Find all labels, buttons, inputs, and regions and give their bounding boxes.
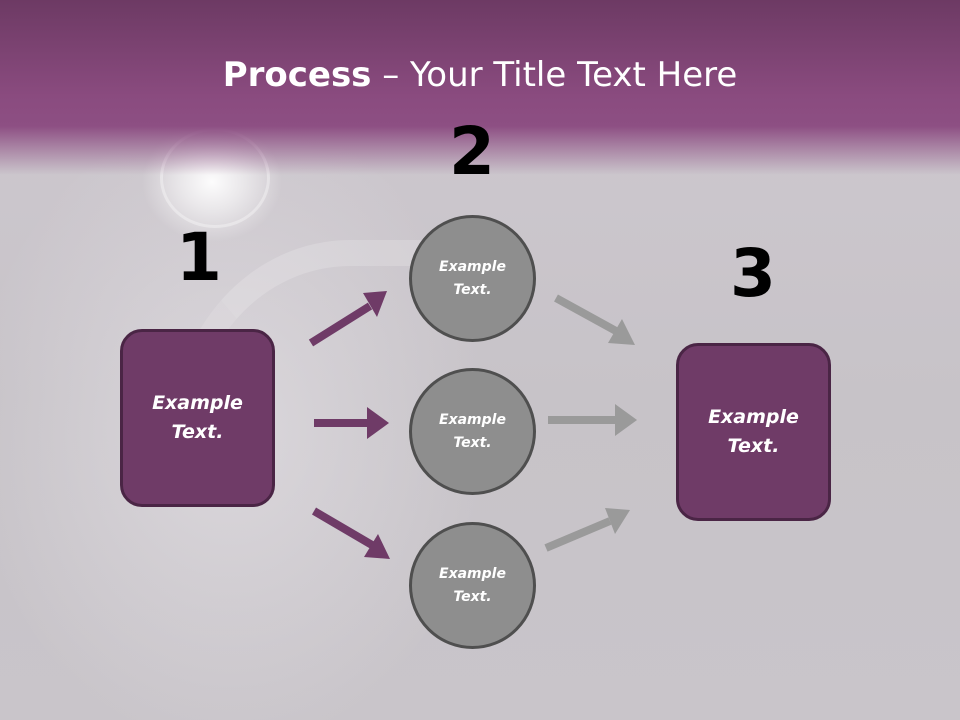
step-number-2: 2 [449, 113, 495, 190]
title-rest: – Your Title Text Here [371, 55, 738, 95]
process-box-left[interactable]: Example Text. [120, 329, 275, 507]
title-banner [0, 0, 960, 175]
process-circle-middle-label: Example Text. [439, 411, 506, 451]
slide-title: Process – Your Title Text Here [0, 52, 960, 98]
arrow-left-to-top [308, 291, 387, 347]
arrow-middle-to-right [548, 404, 637, 436]
process-box-right[interactable]: Example Text. [676, 343, 831, 521]
process-circle-bottom[interactable]: Example Text. [409, 522, 536, 649]
process-box-right-label: Example Text. [708, 406, 799, 457]
step-number-3: 3 [730, 235, 776, 312]
process-circle-top-label: Example Text. [439, 258, 506, 298]
arrow-bottom-to-right [544, 508, 630, 552]
arrow-top-to-right [554, 294, 635, 345]
process-circle-top[interactable]: Example Text. [409, 215, 536, 342]
step-number-1: 1 [176, 219, 222, 296]
process-box-left-label: Example Text. [152, 392, 243, 443]
arrow-left-to-bottom [311, 507, 390, 559]
arrow-left-to-middle [314, 407, 389, 439]
process-circle-middle[interactable]: Example Text. [409, 368, 536, 495]
process-circle-bottom-label: Example Text. [439, 565, 506, 605]
title-bold: Process [222, 55, 372, 95]
